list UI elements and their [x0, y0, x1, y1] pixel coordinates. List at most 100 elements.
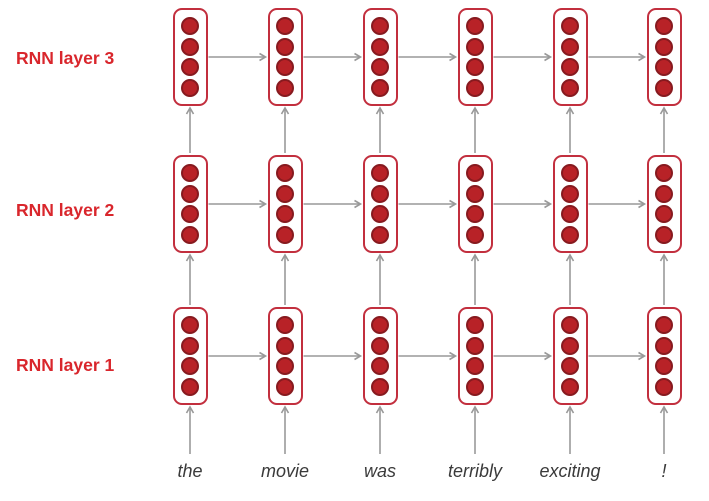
input-word-1: the [177, 461, 203, 481]
rnn-cell-layer2-t4 [457, 155, 493, 253]
neuron-dot [276, 16, 294, 35]
neuron-dot [276, 378, 294, 397]
neuron-dot [371, 16, 389, 35]
neuron-dot [466, 163, 484, 182]
neuron-dot [371, 184, 389, 203]
neuron-dot [276, 336, 294, 355]
neuron-dot [181, 315, 199, 334]
neuron-dot [181, 58, 199, 77]
input-word-5: exciting [539, 461, 601, 481]
neuron-dot [466, 336, 484, 355]
neuron-dot [655, 184, 673, 203]
neuron-dot [466, 378, 484, 397]
neuron-dot [655, 37, 673, 56]
layer-label-3: RNN layer 3 [16, 48, 115, 68]
rnn-cell-layer3-t2 [267, 8, 303, 106]
neuron-dot [561, 226, 579, 245]
rnn-cell-layer2-t6 [646, 155, 682, 253]
neuron-dot [181, 205, 199, 224]
neuron-dot [466, 58, 484, 77]
neuron-dot [371, 226, 389, 245]
rnn-cell-layer1-t4 [457, 307, 493, 405]
neuron-dot [276, 184, 294, 203]
neuron-dot [371, 357, 389, 376]
neuron-dot [371, 37, 389, 56]
rnn-cell-layer1-t1 [172, 307, 208, 405]
neuron-dot [466, 226, 484, 245]
input-word-4: terribly [447, 461, 503, 481]
input-word-6: ! [661, 461, 667, 481]
rnn-cell-layer1-t5 [552, 307, 588, 405]
neuron-dot [276, 58, 294, 77]
neuron-dot [276, 357, 294, 376]
neuron-dot [655, 315, 673, 334]
rnn-cell-layer2-t2 [267, 155, 303, 253]
neuron-dot [276, 37, 294, 56]
layer-label-2: RNN layer 2 [16, 200, 115, 220]
neuron-dot [655, 16, 673, 35]
neuron-dot [561, 79, 579, 98]
rnn-cell-layer3-t4 [457, 8, 493, 106]
neuron-dot [181, 16, 199, 35]
neuron-dot [371, 163, 389, 182]
neuron-dot [561, 315, 579, 334]
neuron-dot [181, 37, 199, 56]
rnn-cell-layer1-t6 [646, 307, 682, 405]
neuron-dot [276, 163, 294, 182]
rnn-cell-layer2-t5 [552, 155, 588, 253]
rnn-cell-layer3-t6 [646, 8, 682, 106]
neuron-dot [561, 205, 579, 224]
neuron-dot [561, 37, 579, 56]
neuron-dot [655, 336, 673, 355]
neuron-dot [466, 79, 484, 98]
neuron-dot [181, 378, 199, 397]
neuron-dot [466, 315, 484, 334]
neuron-dot [466, 37, 484, 56]
neuron-dot [371, 58, 389, 77]
neuron-dot [655, 378, 673, 397]
input-word-2: movie [260, 461, 310, 481]
rnn-cell-layer3-t3 [362, 8, 398, 106]
neuron-dot [371, 205, 389, 224]
rnn-cell-layer2-t3 [362, 155, 398, 253]
neuron-dot [371, 378, 389, 397]
neuron-dot [466, 16, 484, 35]
rnn-cell-layer2-t1 [172, 155, 208, 253]
rnn-cell-layer3-t1 [172, 8, 208, 106]
rnn-cell-layer1-t3 [362, 307, 398, 405]
neuron-dot [276, 315, 294, 334]
neuron-dot [655, 58, 673, 77]
neuron-dot [181, 184, 199, 203]
neuron-dot [466, 205, 484, 224]
neuron-dot [181, 163, 199, 182]
neuron-dot [561, 16, 579, 35]
neuron-dot [276, 205, 294, 224]
neuron-dot [181, 226, 199, 245]
neuron-dot [655, 205, 673, 224]
neuron-dot [655, 163, 673, 182]
neuron-dot [561, 378, 579, 397]
neuron-dot [466, 357, 484, 376]
neuron-dot [371, 315, 389, 334]
neuron-dot [655, 79, 673, 98]
neuron-dot [371, 336, 389, 355]
neuron-dot [276, 226, 294, 245]
neuron-dot [181, 79, 199, 98]
neuron-dot [276, 79, 294, 98]
neuron-dot [561, 336, 579, 355]
neuron-dot [655, 226, 673, 245]
neuron-dot [181, 357, 199, 376]
neuron-dot [371, 79, 389, 98]
neuron-dot [561, 58, 579, 77]
neuron-dot [561, 357, 579, 376]
neuron-dot [181, 336, 199, 355]
rnn-cell-layer3-t5 [552, 8, 588, 106]
input-word-3: was [363, 461, 397, 481]
neuron-dot [561, 163, 579, 182]
neuron-dot [655, 357, 673, 376]
neuron-dot [561, 184, 579, 203]
rnn-cell-layer1-t2 [267, 307, 303, 405]
neuron-dot [466, 184, 484, 203]
